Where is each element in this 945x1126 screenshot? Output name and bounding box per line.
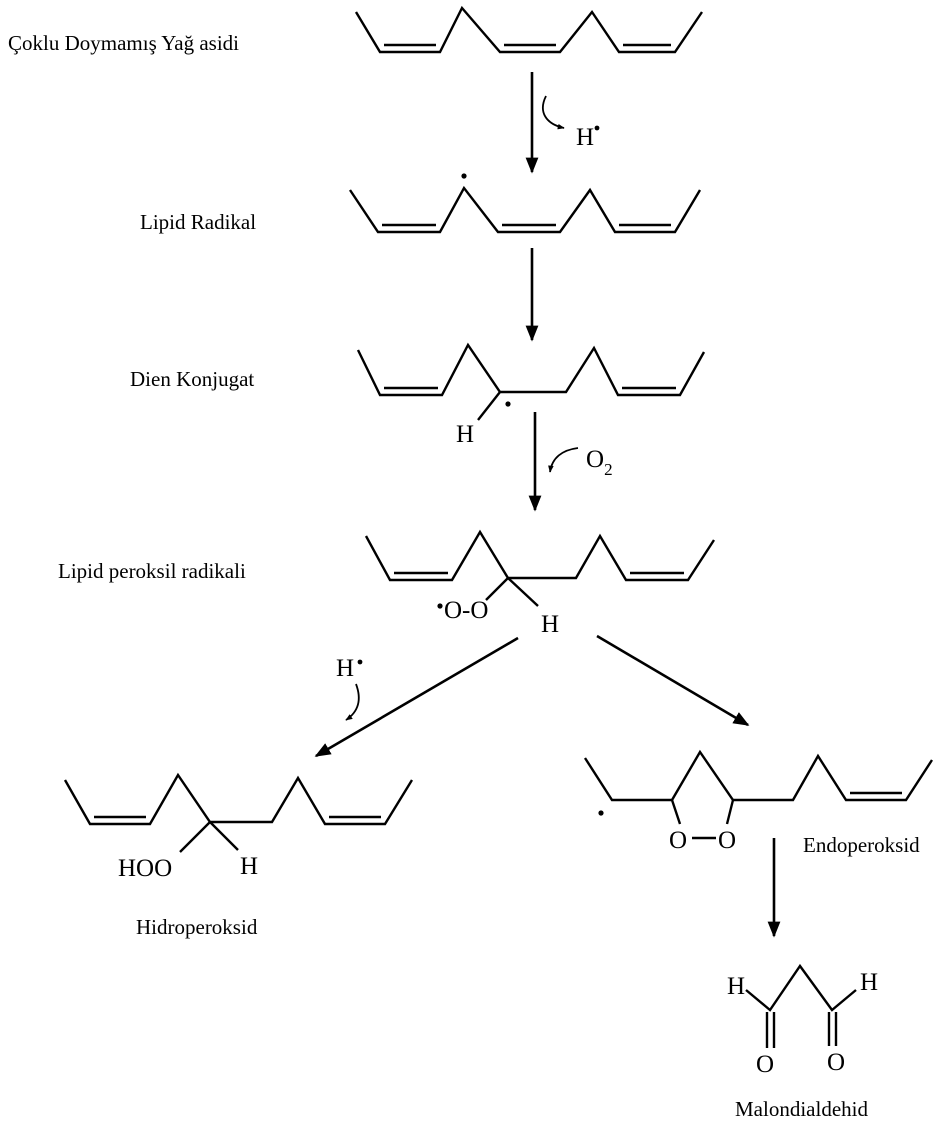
malondialdehyde-structure [745,963,857,1048]
oxygen-atom: O [827,1049,845,1076]
radical-dot [357,659,363,665]
radical-dot [437,603,443,609]
radical-dot [505,401,511,407]
radical-dot [594,125,600,131]
endoperoxide-structure [583,749,934,840]
hydrogen-atom: H [240,853,258,880]
hydrogen-atom: H [456,421,474,448]
reaction-arrow-to-hydroperoxide [314,636,519,758]
hydrogen-atom: H [541,611,559,638]
label-lipid-peroxyl-radical: Lipid peroksil radikali [58,559,246,583]
oxygen-reagent: O2 [586,446,613,479]
label-lipid-radical: Lipid Radikal [140,210,256,234]
oxygen-atom: O [718,827,736,854]
oxygen-atom: O [669,827,687,854]
diene-conjugate-structure [356,342,706,421]
hydrogen-atom: H [727,973,745,1000]
h-radical-added: H [336,655,354,682]
pufa-structure [354,5,703,54]
radical-dot [598,810,604,816]
h-radical-released: H [576,124,594,151]
hydroperoxide-structure [63,772,414,853]
h-abstraction-curved-arrow [542,95,565,130]
reaction-arrow-to-endoperoxide [596,634,750,727]
label-malondialdehyde: Malondialdehid [735,1097,868,1121]
peroxyl-group: O-O [444,597,488,624]
label-pufa: Çoklu Doymamış Yağ asidi [8,31,239,55]
oxygen-atom: O [756,1051,774,1078]
label-hydroperoxide: Hidroperoksid [136,915,258,939]
oxygen-addition-curved-arrow [548,447,579,473]
lipid-radical-structure [349,173,702,234]
radical-dot [461,173,467,179]
hydroperoxy-group: HOO [118,855,172,882]
lipid-peroxyl-radical-structure [364,529,716,607]
label-endoperoxide: Endoperoksid [803,833,920,857]
h-addition-curved-arrow [345,683,360,721]
hydrogen-atom: H [860,969,878,996]
label-diene-conjugate: Dien Konjugat [130,367,254,391]
